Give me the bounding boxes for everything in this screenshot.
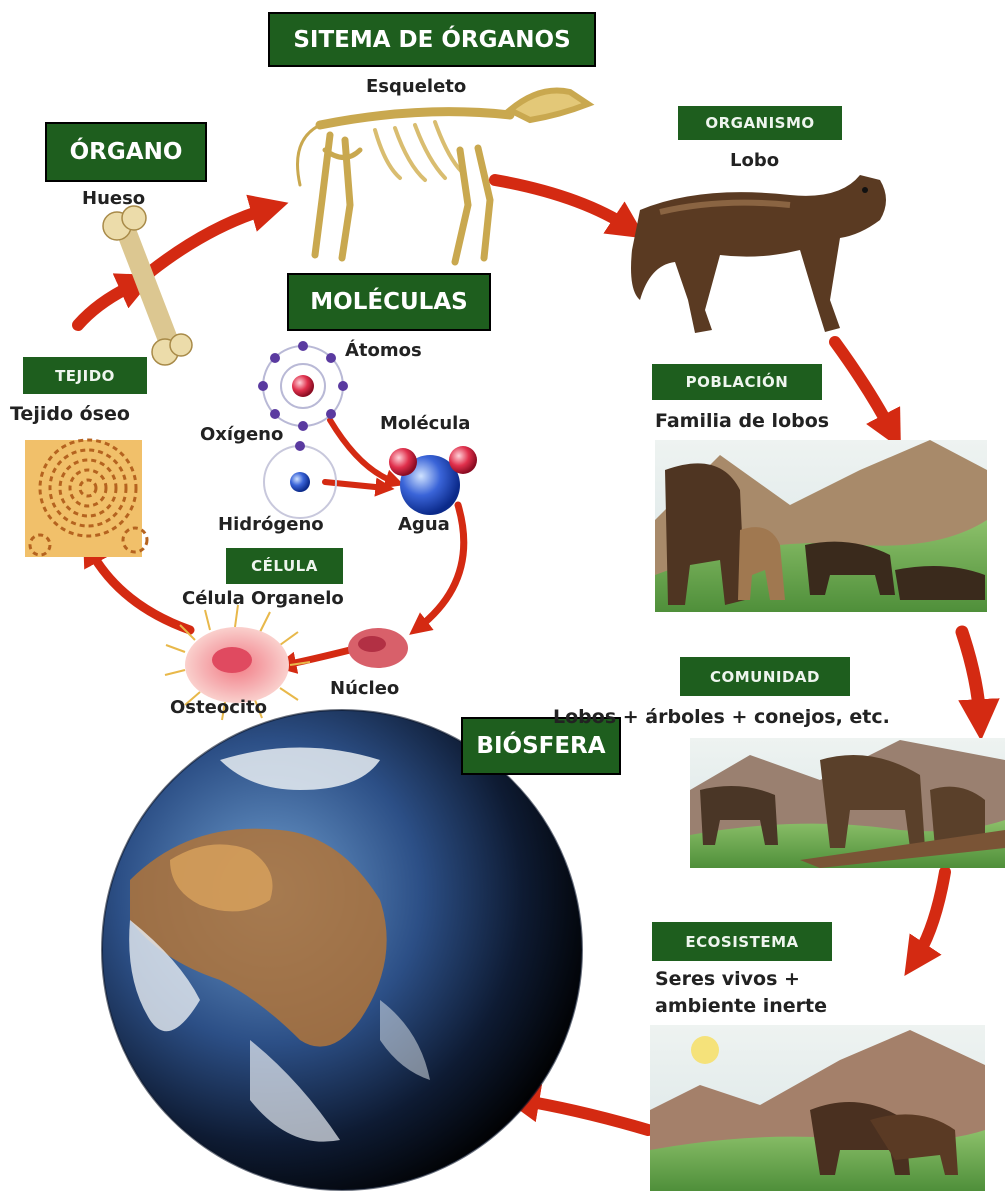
- bone-illustration: [103, 206, 192, 365]
- caption-oxigeno: Oxígeno: [200, 424, 283, 445]
- bone-tissue-illustration: [25, 440, 147, 557]
- caption-comunidad: Lobos + árboles + conejos, etc.: [553, 706, 890, 728]
- caption-nucleo: Núcleo: [330, 678, 399, 699]
- badge-organismo: ORGANISMO: [678, 106, 842, 140]
- arrow-hidrogeno-to-agua: [325, 482, 385, 488]
- caption-celula-organelo: Célula Organelo: [182, 588, 344, 609]
- ecosystem-scene: [650, 1025, 985, 1191]
- arrow-poblacion-to-comunidad: [962, 632, 980, 720]
- caption-hueso: Hueso: [82, 188, 145, 209]
- badge-tejido: TEJIDO: [23, 357, 147, 394]
- badge-sistema-de-organos: SITEMA DE ÓRGANOS: [268, 12, 596, 67]
- oxygen-atom: [258, 341, 348, 431]
- arrow-lobo-to-poblacion: [835, 342, 892, 432]
- badge-moleculas: MOLÉCULAS: [287, 273, 491, 331]
- arrow-nucleo-to-osteocito: [285, 650, 350, 665]
- earth-illustration: [102, 710, 582, 1190]
- community-scene: [690, 738, 1005, 868]
- caption-lobo: Lobo: [730, 150, 779, 171]
- wolf-illustration: [631, 175, 886, 333]
- arrow-comunidad-to-ecosistema: [915, 872, 945, 960]
- caption-ecosistema-line1: Seres vivos +: [655, 968, 800, 990]
- badge-ecosistema: ECOSISTEMA: [652, 922, 832, 961]
- arrow-ecosistema-to-biosfera: [520, 1100, 648, 1130]
- caption-tejido-oseo: Tejido óseo: [10, 403, 130, 425]
- skeleton-illustration: [298, 90, 589, 262]
- caption-molecula: Molécula: [380, 413, 470, 434]
- caption-agua: Agua: [398, 514, 450, 535]
- caption-atomos: Átomos: [345, 340, 422, 361]
- caption-familia-de-lobos: Familia de lobos: [655, 410, 829, 432]
- badge-celula: CÉLULA: [226, 548, 343, 584]
- water-molecule: [389, 446, 477, 515]
- caption-hidrogeno: Hidrógeno: [218, 514, 324, 535]
- arrow-hueso-to-esqueleto: [150, 208, 270, 272]
- arrow-tejido-to-hueso: [78, 283, 138, 325]
- caption-ecosistema-line2: ambiente inerte: [655, 995, 827, 1017]
- badge-poblacion: POBLACIÓN: [652, 364, 822, 400]
- arrow-osteocito-to-tejido: [90, 550, 190, 630]
- badge-comunidad: COMUNIDAD: [680, 657, 850, 696]
- caption-osteocito: Osteocito: [170, 697, 267, 718]
- population-scene: [655, 440, 987, 612]
- nucleus-illustration: [348, 628, 408, 668]
- caption-esqueleto: Esqueleto: [366, 76, 466, 97]
- badge-organo: ÓRGANO: [45, 122, 207, 182]
- arrow-esqueleto-to-lobo: [495, 180, 630, 228]
